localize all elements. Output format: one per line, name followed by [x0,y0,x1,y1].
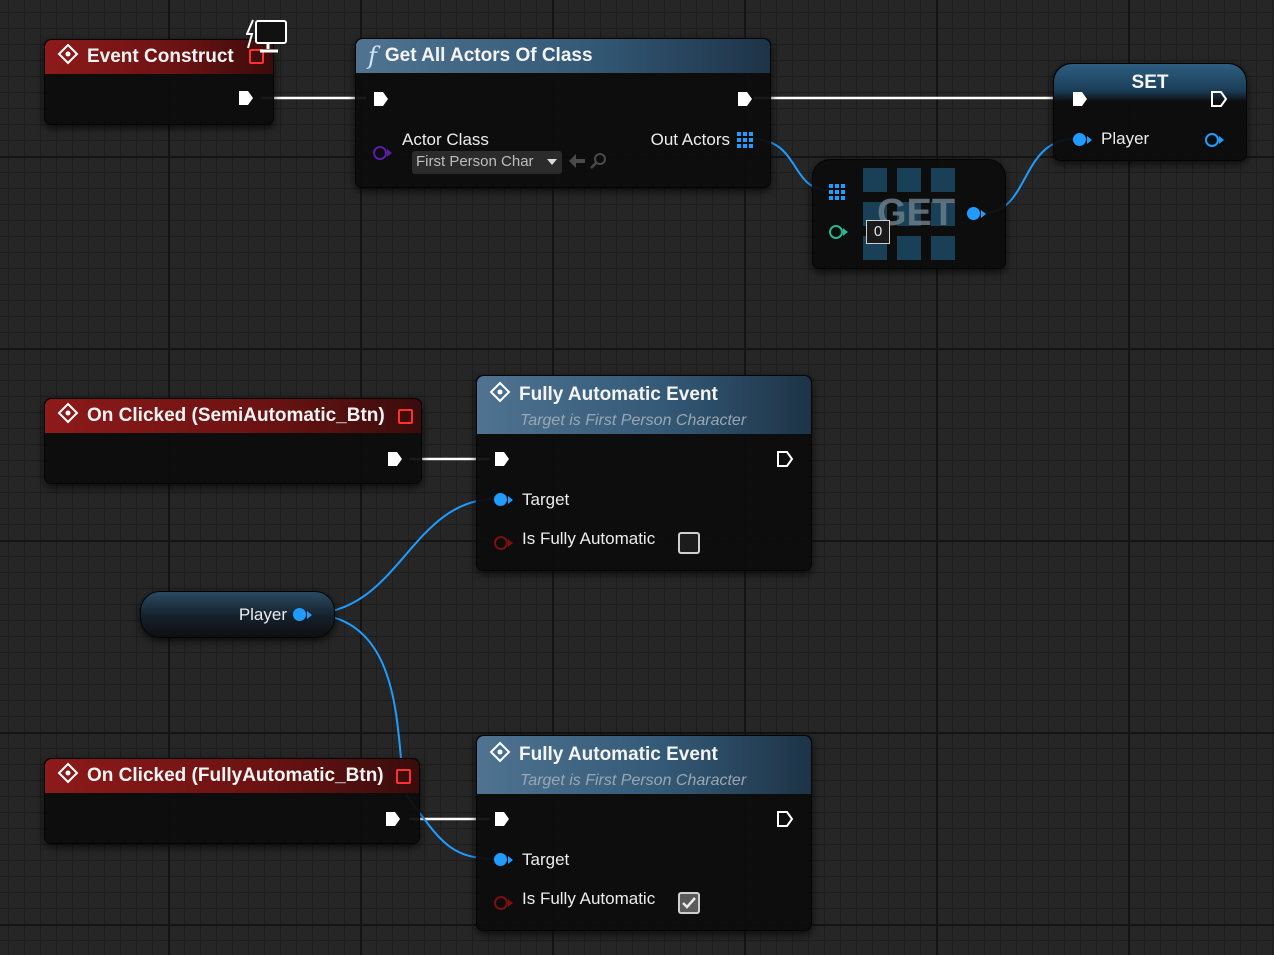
delegate-square-icon[interactable] [249,49,264,64]
exec-out-pin[interactable] [1210,90,1228,108]
event-diamond-icon [489,381,511,409]
target-pin[interactable] [494,493,507,506]
pin-arrow [387,149,392,157]
node-header: Fully Automatic Event Target is First Pe… [477,736,811,794]
pin-arrow [1087,136,1092,144]
node-header: On Clicked (SemiAutomatic_Btn) [45,399,421,433]
is-fully-automatic-pin[interactable] [494,536,508,550]
node-set-player[interactable]: SET Player [1053,63,1247,161]
exec-out-pin[interactable] [736,90,754,108]
is-fully-automatic-checkbox[interactable] [678,532,700,554]
node-title: On Clicked (FullyAutomatic_Btn) [87,765,384,786]
exec-in-pin[interactable] [493,810,511,828]
node-on-clicked-fullyautomatic[interactable]: On Clicked (FullyAutomatic_Btn) [44,758,420,844]
pin-arrow [307,611,312,619]
pin-arrow [981,210,986,218]
search-magnifier-icon[interactable] [590,152,608,175]
exec-in-pin[interactable] [493,450,511,468]
event-diamond-icon [489,741,511,769]
node-header: On Clicked (FullyAutomatic_Btn) [45,759,419,793]
node-player-variable[interactable]: Player [140,591,335,638]
player-label: Player [1101,129,1150,148]
function-f-icon: f [368,42,377,70]
checkmark-icon [682,897,696,909]
node-title: SET [1131,72,1169,93]
node-title: Event Construct [87,46,234,67]
is-fully-automatic-checkbox[interactable] [678,892,700,914]
node-fully-automatic-event-1[interactable]: Fully Automatic Event Target is First Pe… [476,375,812,571]
delegate-square-icon[interactable] [398,409,413,424]
actor-class-dropdown[interactable]: First Person Char [412,151,562,174]
player-var-label: Player [238,605,287,624]
player-out-pin[interactable] [293,608,306,621]
node-subtitle: Target is First Person Character [520,411,747,429]
node-event-construct[interactable]: Event Construct [44,39,274,125]
node-header: f Get All Actors Of Class [356,39,770,73]
player-in-pin[interactable] [1073,133,1086,146]
pin-arrow [508,539,513,547]
exec-out-pin[interactable] [237,89,255,107]
exec-out-pin[interactable] [386,450,404,468]
node-title: Fully Automatic Event [519,743,718,765]
exec-out-pin[interactable] [776,810,794,828]
delegate-square-icon[interactable] [396,769,411,784]
node-get-array-item[interactable]: GET 0 [812,159,1006,269]
node-title: On Clicked (SemiAutomatic_Btn) [87,405,385,426]
node-title: Get All Actors Of Class [384,45,593,66]
get-title: GET [877,192,956,234]
exec-in-pin[interactable] [1071,90,1089,108]
pin-arrow [1219,136,1224,144]
exec-out-pin[interactable] [384,810,402,828]
out-actors-label: Out Actors [650,130,730,149]
actor-class-value: First Person Char [416,153,534,170]
is-fully-automatic-label: Is Fully Automatic [522,889,656,908]
node-header: Fully Automatic Event Target is First Pe… [477,376,811,434]
actor-class-label: Actor Class [402,130,489,149]
is-fully-automatic-pin[interactable] [494,896,508,910]
node-get-all-actors-of-class[interactable]: f Get All Actors Of Class Actor Class Fi… [355,38,771,188]
event-diamond-icon [57,402,79,430]
event-diamond-icon [57,762,79,790]
is-fully-automatic-label: Is Fully Automatic [522,529,656,548]
target-label: Target [522,490,570,509]
exec-in-pin[interactable] [372,90,390,108]
node-header: Event Construct [45,40,273,74]
chevron-down-icon [547,159,557,165]
array-grid-icon[interactable] [829,184,845,205]
target-label: Target [522,850,570,869]
array-grid-icon[interactable] [737,132,753,153]
pin-arrow [843,228,848,236]
pin-arrow [508,899,513,907]
node-on-clicked-semiautomatic[interactable]: On Clicked (SemiAutomatic_Btn) [44,398,422,484]
node-title: Fully Automatic Event [519,383,718,405]
client-monitor-icon [245,18,290,61]
browse-arrow-icon[interactable] [568,153,586,174]
item-out-pin[interactable] [967,207,980,220]
index-pin[interactable] [829,225,843,239]
node-subtitle: Target is First Person Character [520,771,747,789]
player-out-pin[interactable] [1205,133,1219,147]
pin-arrow [508,496,513,504]
event-diamond-icon [57,43,79,71]
actor-class-pin[interactable] [373,146,387,160]
node-fully-automatic-event-2[interactable]: Fully Automatic Event Target is First Pe… [476,735,812,931]
object-wire-player-to-target1 [307,498,497,615]
node-header: SET [1054,64,1246,102]
exec-out-pin[interactable] [776,450,794,468]
target-pin[interactable] [494,853,507,866]
pin-arrow [508,856,513,864]
index-input[interactable]: 0 [866,220,890,244]
